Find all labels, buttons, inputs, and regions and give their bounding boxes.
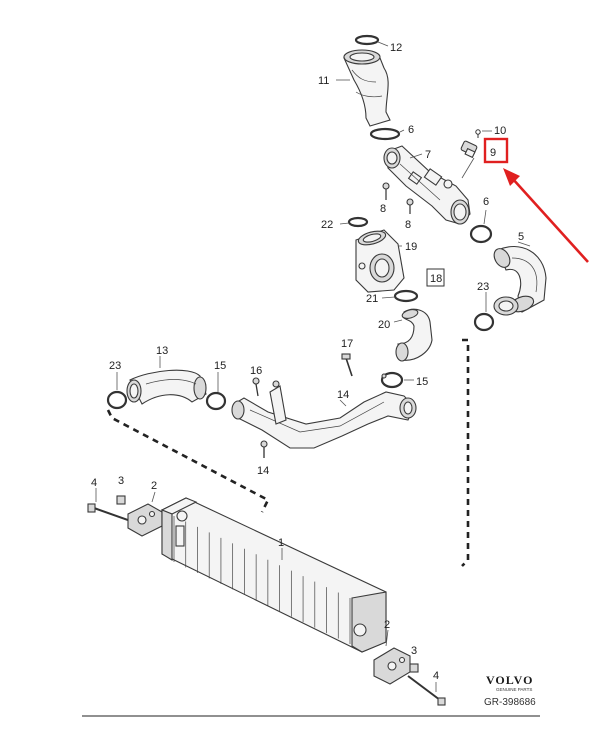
label-22: 22 <box>321 219 333 231</box>
part-15-clamp-lower <box>205 391 227 411</box>
dash-line-right <box>461 338 470 567</box>
label-7: 7 <box>425 149 431 161</box>
label-9: 9 <box>490 147 496 159</box>
label-6b: 6 <box>483 196 489 208</box>
label-18: 18 <box>430 273 442 285</box>
part-8-bolt-b <box>406 198 414 214</box>
label-2b: 2 <box>384 619 390 631</box>
label-19: 19 <box>405 241 417 253</box>
part-4-bolt-right <box>407 675 446 706</box>
label-15b: 15 <box>416 376 428 388</box>
label-13: 13 <box>156 345 168 357</box>
part-2-mount-right <box>373 647 411 685</box>
leader-6b <box>483 209 487 225</box>
label-3a: 3 <box>118 475 124 487</box>
part-23-clamp-right <box>493 296 519 316</box>
part-19-housing <box>355 229 405 293</box>
label-17: 17 <box>341 338 353 350</box>
part-14-pipe <box>231 380 417 449</box>
label-2a: 2 <box>151 480 157 492</box>
leader-12 <box>377 41 389 47</box>
label-14b: 14 <box>257 465 269 477</box>
leader-6a <box>399 129 405 133</box>
label-23b: 23 <box>477 281 489 293</box>
diagram-reference: GR-398686 <box>484 697 536 708</box>
leader-20 <box>393 319 403 323</box>
label-6a: 6 <box>408 124 414 136</box>
part-20-hose <box>395 308 433 362</box>
part-21-clamp <box>393 289 419 303</box>
label-11: 11 <box>318 75 329 87</box>
highlight-box <box>483 137 509 164</box>
part-9-sensor <box>460 140 478 159</box>
leader-5 <box>517 241 531 247</box>
routing-dashes <box>106 338 470 567</box>
leader-21 <box>381 296 396 299</box>
label-3b: 3 <box>411 645 417 657</box>
part-8-bolt-a <box>382 182 390 200</box>
label-14a: 14 <box>337 389 349 401</box>
part-11-hose <box>343 49 391 127</box>
part-17-bolt <box>341 353 353 377</box>
part-3-nut-left <box>116 495 126 505</box>
highlight-arrow <box>503 168 589 263</box>
box-18 <box>426 268 445 287</box>
label-4b: 4 <box>433 670 439 682</box>
leader-22 <box>339 222 350 225</box>
brand-block: VOLVO GENUINE PARTS GR-398686 <box>484 673 536 708</box>
label-12: 12 <box>390 42 402 54</box>
part-22-seal <box>347 216 369 228</box>
label-16: 16 <box>250 365 262 377</box>
part-4-bolt-left <box>87 503 129 521</box>
part-16-screw <box>252 377 260 397</box>
label-23a: 23 <box>109 360 121 372</box>
label-21: 21 <box>366 293 378 305</box>
leader-7 <box>409 153 423 159</box>
leader-9 <box>461 157 475 179</box>
part-13-hose <box>126 369 207 405</box>
brand-tagline: GENUINE PARTS <box>496 687 532 692</box>
part-5-hose <box>493 245 547 313</box>
part-23-seal-right <box>473 312 495 332</box>
label-20: 20 <box>378 319 390 331</box>
part-14-bolt <box>260 440 268 458</box>
part-15-clamp-upper <box>380 371 404 389</box>
label-15a: 15 <box>214 360 226 372</box>
part-6-clamp-upper <box>369 127 401 141</box>
part-3-nut-right <box>409 663 419 673</box>
part-23-seal-left <box>106 390 128 410</box>
part-10-screw <box>475 129 481 138</box>
brand-logo: VOLVO <box>486 673 533 687</box>
label-1: 1 <box>278 537 284 549</box>
part-12-seal <box>354 34 380 46</box>
label-4a: 4 <box>91 477 97 489</box>
leader-2b <box>385 629 389 647</box>
leader-14a <box>339 399 347 407</box>
part-1-intercooler <box>160 497 387 653</box>
label-10: 10 <box>494 125 506 137</box>
part-6-clamp-lower <box>469 224 493 244</box>
dash-line-left <box>106 409 270 513</box>
label-5: 5 <box>518 231 524 243</box>
leader-2a <box>151 491 156 503</box>
part-2-mount-left <box>127 503 163 537</box>
label-8a: 8 <box>380 203 386 215</box>
label-8b: 8 <box>405 219 411 231</box>
part-7-intake-pipe <box>383 145 471 225</box>
